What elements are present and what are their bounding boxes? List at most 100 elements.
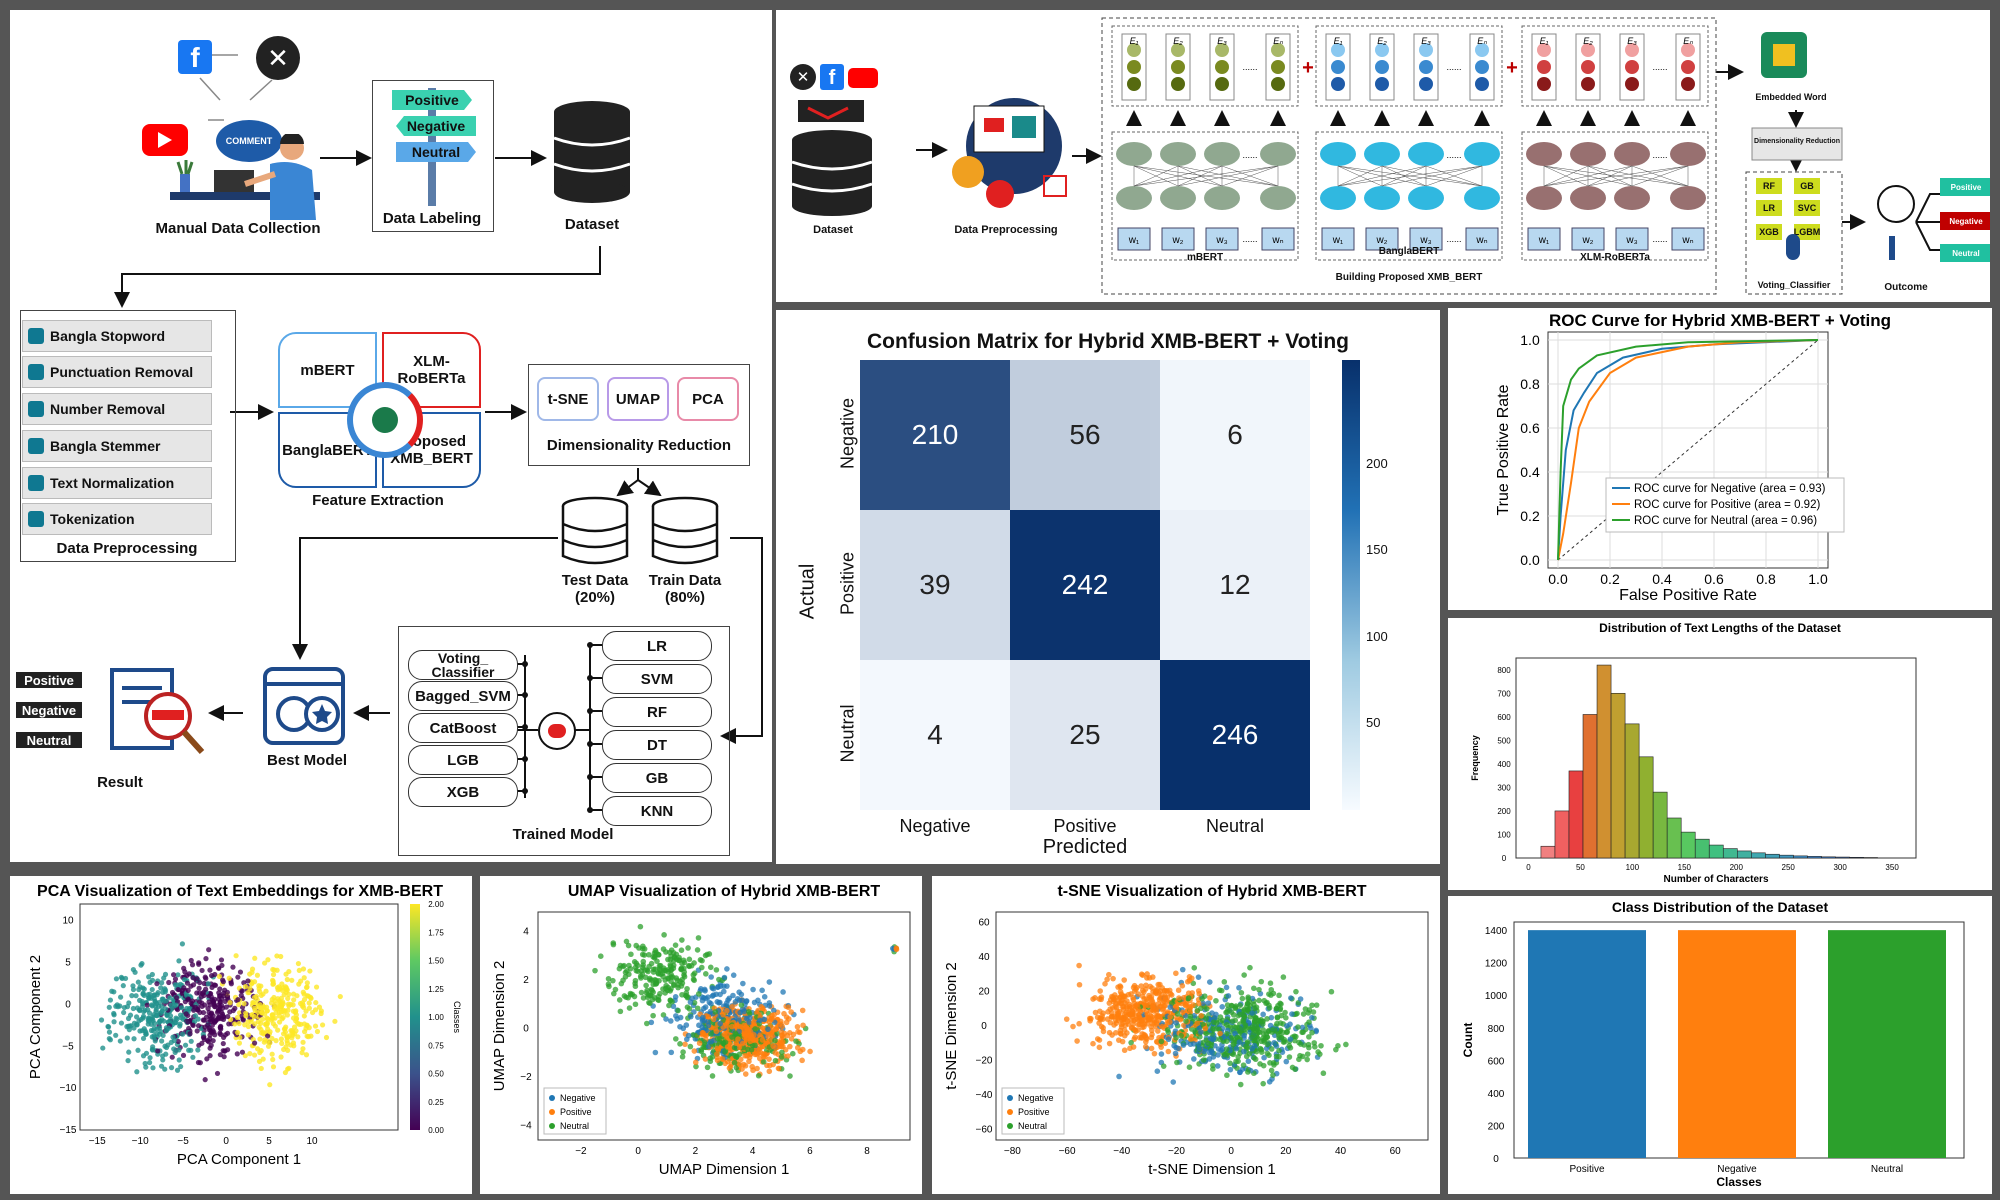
pca-point	[271, 1005, 278, 1011]
step-label: Number Removal	[50, 401, 166, 417]
embedding-unit	[1581, 60, 1595, 74]
embedding-unit	[1375, 60, 1389, 74]
scatter-point	[1174, 1059, 1180, 1066]
pca-point	[205, 981, 211, 987]
pca-colorbar-tick: 0.75	[428, 1041, 444, 1050]
scatter-legend-label: Neutral	[1018, 1121, 1047, 1131]
scatter-point	[1236, 984, 1242, 991]
scatter-point	[1204, 1006, 1210, 1012]
hist-bar	[1736, 850, 1752, 859]
pca-point	[218, 1002, 225, 1009]
embedding-unit	[1537, 43, 1551, 57]
scatter-point	[1283, 1029, 1290, 1036]
scatter-point	[1287, 1021, 1293, 1027]
class-ytick: 400	[1488, 1089, 1505, 1100]
cm-ytick: Negative	[837, 397, 858, 470]
scatter-point	[712, 1025, 719, 1032]
pca-point	[190, 982, 197, 988]
scatter-point	[1296, 1039, 1302, 1046]
pca-point	[189, 998, 196, 1004]
attention-node	[1526, 142, 1562, 166]
pca-point	[207, 1045, 213, 1051]
dr-label: Dimensionality Reduction	[546, 437, 732, 454]
scatter-point	[696, 1022, 702, 1029]
attention-edge	[1587, 165, 1689, 187]
scatter-point	[1253, 1048, 1260, 1055]
attention-node	[1464, 186, 1500, 210]
step-label: Bangla Stopword	[50, 328, 166, 344]
scatter-point	[1258, 1016, 1264, 1023]
pca-point	[258, 1065, 264, 1072]
hist-ytick: 800	[1497, 666, 1511, 675]
pca-point	[155, 990, 161, 996]
scatter-point	[683, 990, 690, 996]
pca-point	[303, 1052, 310, 1058]
scatter-point	[655, 970, 661, 976]
scatter-point	[705, 1022, 712, 1029]
hist-xtick: 150	[1678, 863, 1692, 872]
scatter-point	[1217, 1014, 1224, 1020]
scatter-point	[717, 983, 724, 989]
scatter-point	[1283, 1058, 1290, 1065]
pca-point	[224, 994, 231, 1000]
pca-point	[191, 1007, 197, 1013]
scatter-point	[1244, 1039, 1251, 1045]
pca-point	[284, 976, 290, 983]
pca-colorbar-label: Classes	[452, 1001, 462, 1034]
scatter-point	[679, 991, 685, 998]
scatter-point	[1282, 1009, 1288, 1016]
scatter-point	[1167, 1014, 1173, 1020]
pca-point	[230, 1007, 236, 1014]
scatter-point	[1287, 1036, 1294, 1042]
clf-xgb: XGB	[408, 777, 518, 807]
pca-point	[167, 995, 173, 1001]
scatter-point	[729, 1034, 735, 1040]
scatter-point	[1245, 1069, 1251, 1075]
scatter-point	[1245, 995, 1251, 1002]
step-text-normalization: Text Normalization	[22, 467, 212, 499]
clf-rf: RF	[1756, 178, 1782, 194]
pca-point	[151, 1035, 157, 1041]
scatter-ytick: 0	[981, 1021, 987, 1032]
roc-ytick: 0.4	[1520, 464, 1540, 480]
scatter-point	[780, 1039, 786, 1045]
scatter-point	[771, 1007, 777, 1014]
scatter-point	[795, 1028, 801, 1035]
facebook-icon: f	[820, 64, 844, 90]
scatter-point	[1127, 1011, 1133, 1018]
pca-point	[173, 1015, 179, 1021]
preprocessing-icon	[952, 98, 1067, 208]
embedding-label: E₁	[1334, 36, 1343, 46]
roc-frame	[1547, 331, 1829, 569]
embedding-label: E₁	[1130, 36, 1139, 46]
trained-model-box	[398, 626, 730, 856]
scatter-point	[628, 951, 634, 958]
scatter-point	[646, 963, 652, 970]
pca-point	[200, 1009, 207, 1016]
scatter-point	[640, 995, 647, 1001]
data-labeling-label: Data Labeling	[382, 210, 482, 227]
ellipsis-label: ......	[1242, 234, 1257, 244]
pca-panel: PCA Visualization of Text Embeddings for…	[10, 876, 472, 1194]
cm-colorbar-tick: 150	[1366, 542, 1388, 558]
pca-point	[288, 1028, 294, 1034]
scatter-point	[692, 1059, 699, 1066]
scatter-point	[787, 1043, 793, 1050]
pca-point	[111, 989, 117, 995]
scatter-xtick: −80	[1004, 1146, 1021, 1157]
scatter-point	[1213, 997, 1219, 1004]
scatter-point	[1167, 1004, 1174, 1011]
attention-node	[1320, 186, 1356, 210]
ellipsis-label: ......	[1242, 150, 1257, 160]
pca-point	[200, 1017, 206, 1023]
pca-point	[105, 1023, 111, 1030]
pca-frame	[79, 903, 399, 1131]
scatter-point	[617, 962, 624, 969]
scatter-point	[757, 1032, 763, 1039]
pca-point	[171, 972, 177, 978]
confusion-panel: Confusion Matrix for Hybrid XMB-BERT + V…	[776, 310, 1440, 864]
scatter-point	[695, 991, 702, 997]
sign-positive: Positive	[392, 90, 472, 110]
attention-node	[1116, 142, 1152, 166]
scatter-point	[1138, 983, 1145, 989]
